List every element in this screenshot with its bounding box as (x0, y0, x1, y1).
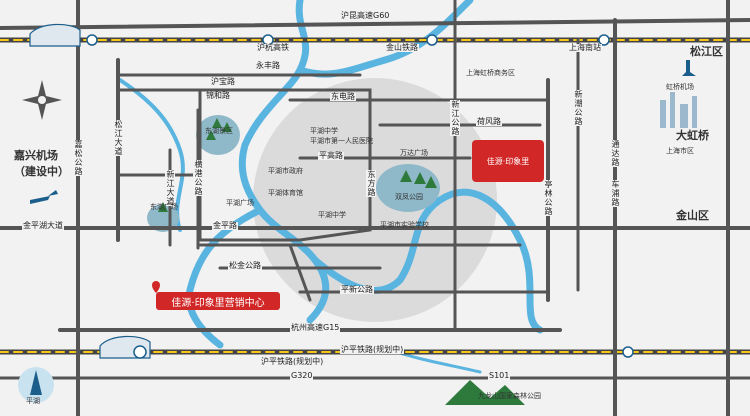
tree-icon (206, 118, 232, 140)
label-chepu: 车浦路 (610, 180, 620, 207)
road-diagonal (288, 243, 312, 302)
trees (158, 118, 437, 212)
inner-ring (198, 88, 372, 242)
label-jinhe: 锦和路 (205, 91, 231, 100)
label-xuxing: 沪宝路 (210, 77, 236, 86)
label-shijia: 松江大道 (113, 120, 123, 156)
label-area2: 平湖体育馆 (268, 189, 303, 197)
label-huanglong: 新江公路 (450, 100, 460, 136)
highway-g60 (0, 18, 750, 30)
label-school2: 平湖市第一人民医院 (310, 137, 373, 145)
label-yongfeng: 永丰路 (255, 61, 281, 70)
lake-shuangfeng (376, 164, 440, 212)
label-park1: 东湖景区 (205, 127, 233, 135)
tree-icon (400, 170, 437, 188)
river-east (311, 188, 544, 334)
label-pinghu: 平湖 (26, 397, 40, 405)
label-area1: 平湖市政府 (268, 167, 303, 175)
label-airport-sub: （建设中） (14, 165, 69, 178)
label-shanghai-nan: 上海南站 (568, 43, 602, 52)
label-g60: 沪昆高速G60 (340, 11, 391, 20)
label-jinping: 金平路 (212, 221, 238, 230)
label-park2: 双凤公园 (395, 193, 423, 201)
label-park3: 东湖广场 (150, 203, 178, 211)
label-xinjiang: 新江大道 (165, 170, 175, 206)
label-hongqiao-airport: 虹桥机场 (666, 83, 694, 91)
label-pinggao: 平高路 (318, 151, 344, 160)
project-marker[interactable]: 佳源·印象里 (472, 140, 544, 182)
label-mountain: 九龙山国家森林公园 (478, 392, 541, 400)
label-g15: 杭州高速G15 (290, 323, 341, 332)
location-pin-icon (152, 281, 160, 293)
label-dongfang: 东方路 (366, 170, 376, 197)
river-west (118, 78, 185, 232)
label-area6: 平湖市实验学校 (380, 221, 429, 229)
label-songjiang: 松江区 (690, 45, 723, 58)
mountain-icon (445, 380, 525, 405)
label-pingxin: 平新公路 (340, 285, 374, 294)
label-shanghai-metro: 上海市区 (666, 147, 694, 155)
label-tinglin: 亭林公路 (543, 180, 553, 216)
pinghu-logo-icon (18, 367, 54, 403)
label-huping: 沪平铁路(规划中) (340, 345, 405, 354)
lake-donghu (196, 115, 240, 155)
label-jinhua: 金平湖大道 (22, 221, 64, 230)
label-xinchao: 新潮公路 (573, 90, 583, 126)
label-school1: 平湖中学 (310, 127, 338, 135)
label-area3: 平湖广场 (226, 199, 254, 207)
label-hefang: 荷风路 (476, 117, 502, 126)
label-area4: 万达广场 (400, 149, 428, 157)
label-dongdian: 东电路 (330, 92, 356, 101)
label-area5: 平湖中学 (318, 211, 346, 219)
label-hupinghe: 沪平铁路(规划中) (260, 357, 325, 366)
label-jinshan: 金山区 (676, 209, 709, 222)
label-hefeng: 横港公路 (193, 160, 203, 196)
label-s101: S101 (488, 371, 511, 380)
label-tongda: 通达路 (610, 140, 620, 167)
project-name: 佳源·印象里 (486, 156, 530, 166)
label-dahongqiao: 大虹桥 (676, 129, 709, 142)
district-radius-circle (253, 78, 497, 322)
label-songjin: 松金公路 (228, 261, 262, 270)
label-hq: 上海虹桥商务区 (466, 69, 515, 77)
airplane-icon (30, 60, 696, 204)
sales-center-marker[interactable]: 佳源·印象里营销中心 (156, 292, 280, 310)
compass-rose-icon (22, 80, 62, 120)
tree-icon (158, 202, 168, 212)
rail-station-icon (86, 34, 634, 359)
label-huhang: 沪杭高铁 (256, 43, 290, 52)
skyline-icon (660, 92, 697, 128)
label-jinshan-rail: 金山铁路 (385, 43, 419, 52)
label-airport: 嘉兴机场 (14, 149, 58, 162)
label-hangzhou-bay: 嘉松公路 (73, 140, 83, 176)
label-g320: G320 (290, 371, 314, 380)
